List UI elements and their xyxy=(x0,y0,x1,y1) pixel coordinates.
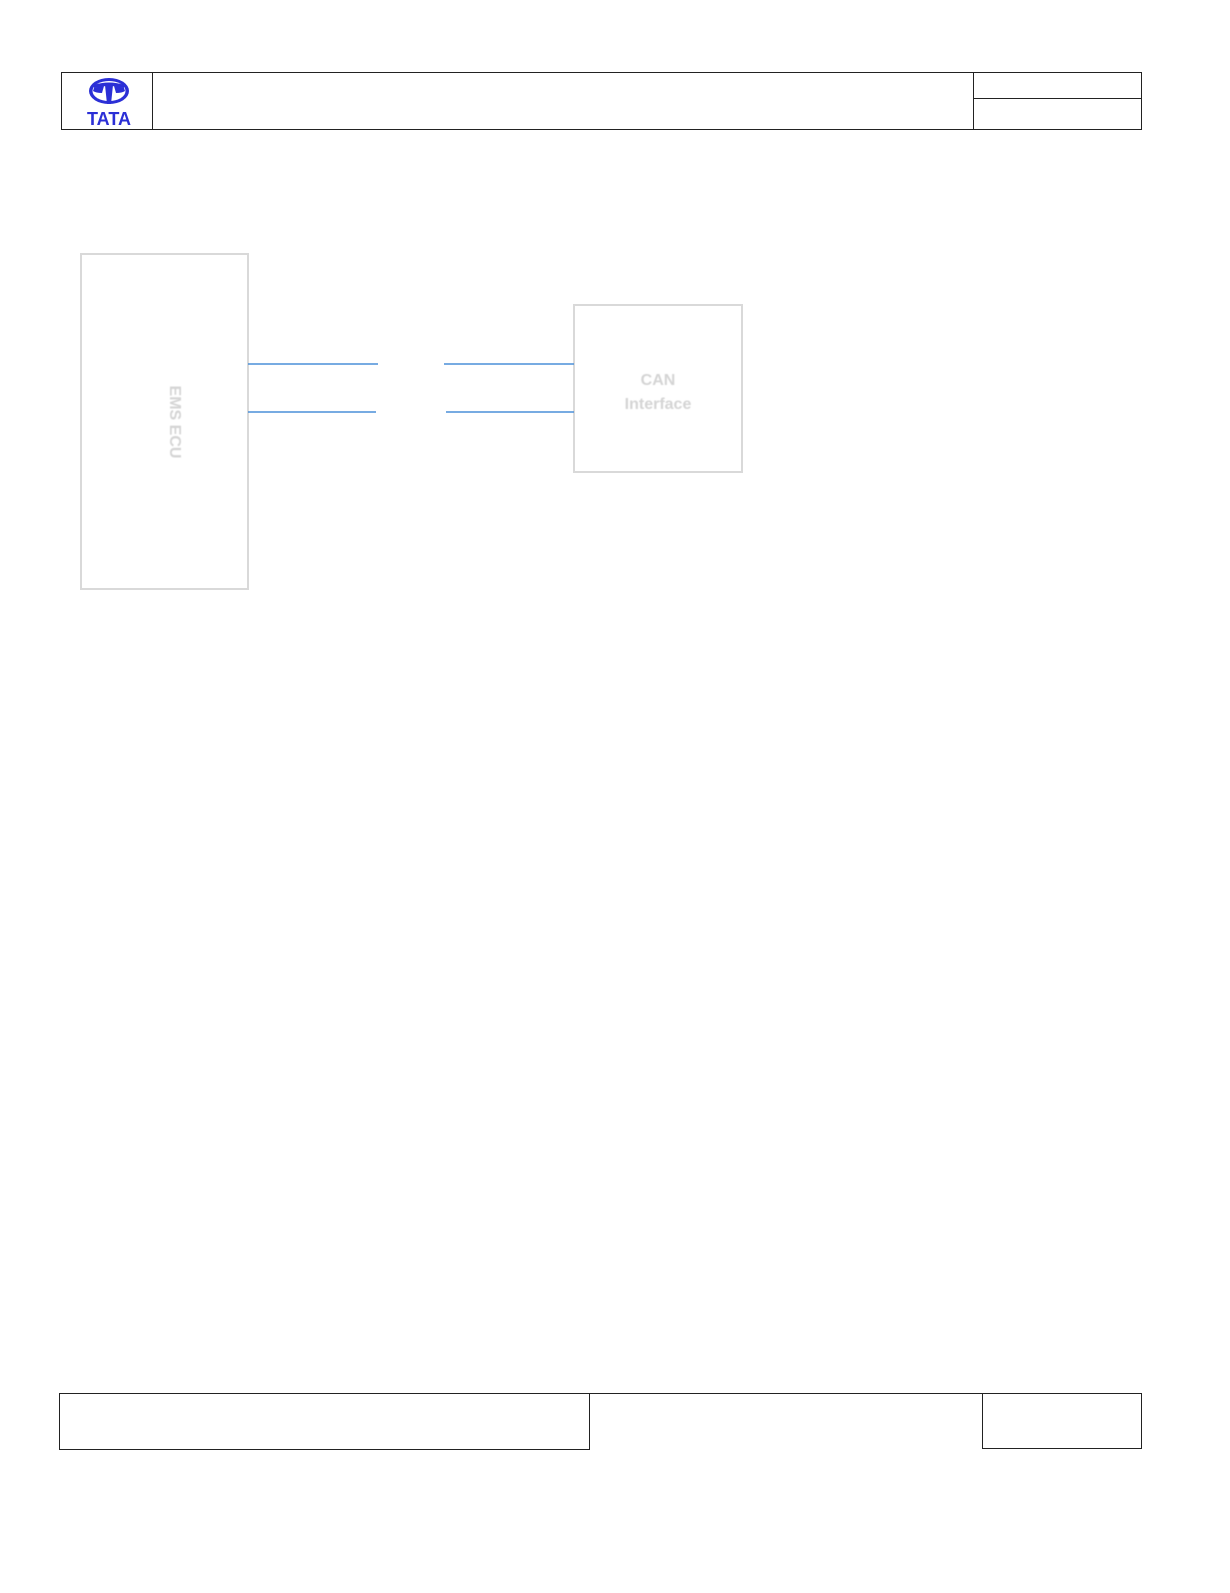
document-header: TATA xyxy=(61,72,1142,130)
ems-ecu-box xyxy=(80,253,249,590)
footer-left-cell xyxy=(59,1393,590,1450)
can-interface-label-line1: CAN xyxy=(641,372,676,389)
can-interface-block: CAN Interface xyxy=(573,304,743,473)
ems-ecu-label: EMS ECU xyxy=(166,386,183,459)
can-interface-box xyxy=(573,304,743,473)
footer-middle-cell xyxy=(589,1393,983,1450)
header-meta-top xyxy=(973,73,1142,99)
tata-logo: TATA xyxy=(87,78,131,128)
block-diagram: EMS ECU CAN Interface xyxy=(80,253,743,590)
can-bus-lines xyxy=(248,363,574,413)
logo-wordmark: TATA xyxy=(87,109,131,128)
footer-right-cell xyxy=(982,1393,1142,1449)
header-meta-bottom xyxy=(973,99,1142,129)
ems-ecu-block: EMS ECU xyxy=(80,253,249,590)
can-interface-label-line2: Interface xyxy=(625,396,692,413)
logo-cell: TATA xyxy=(62,73,153,129)
